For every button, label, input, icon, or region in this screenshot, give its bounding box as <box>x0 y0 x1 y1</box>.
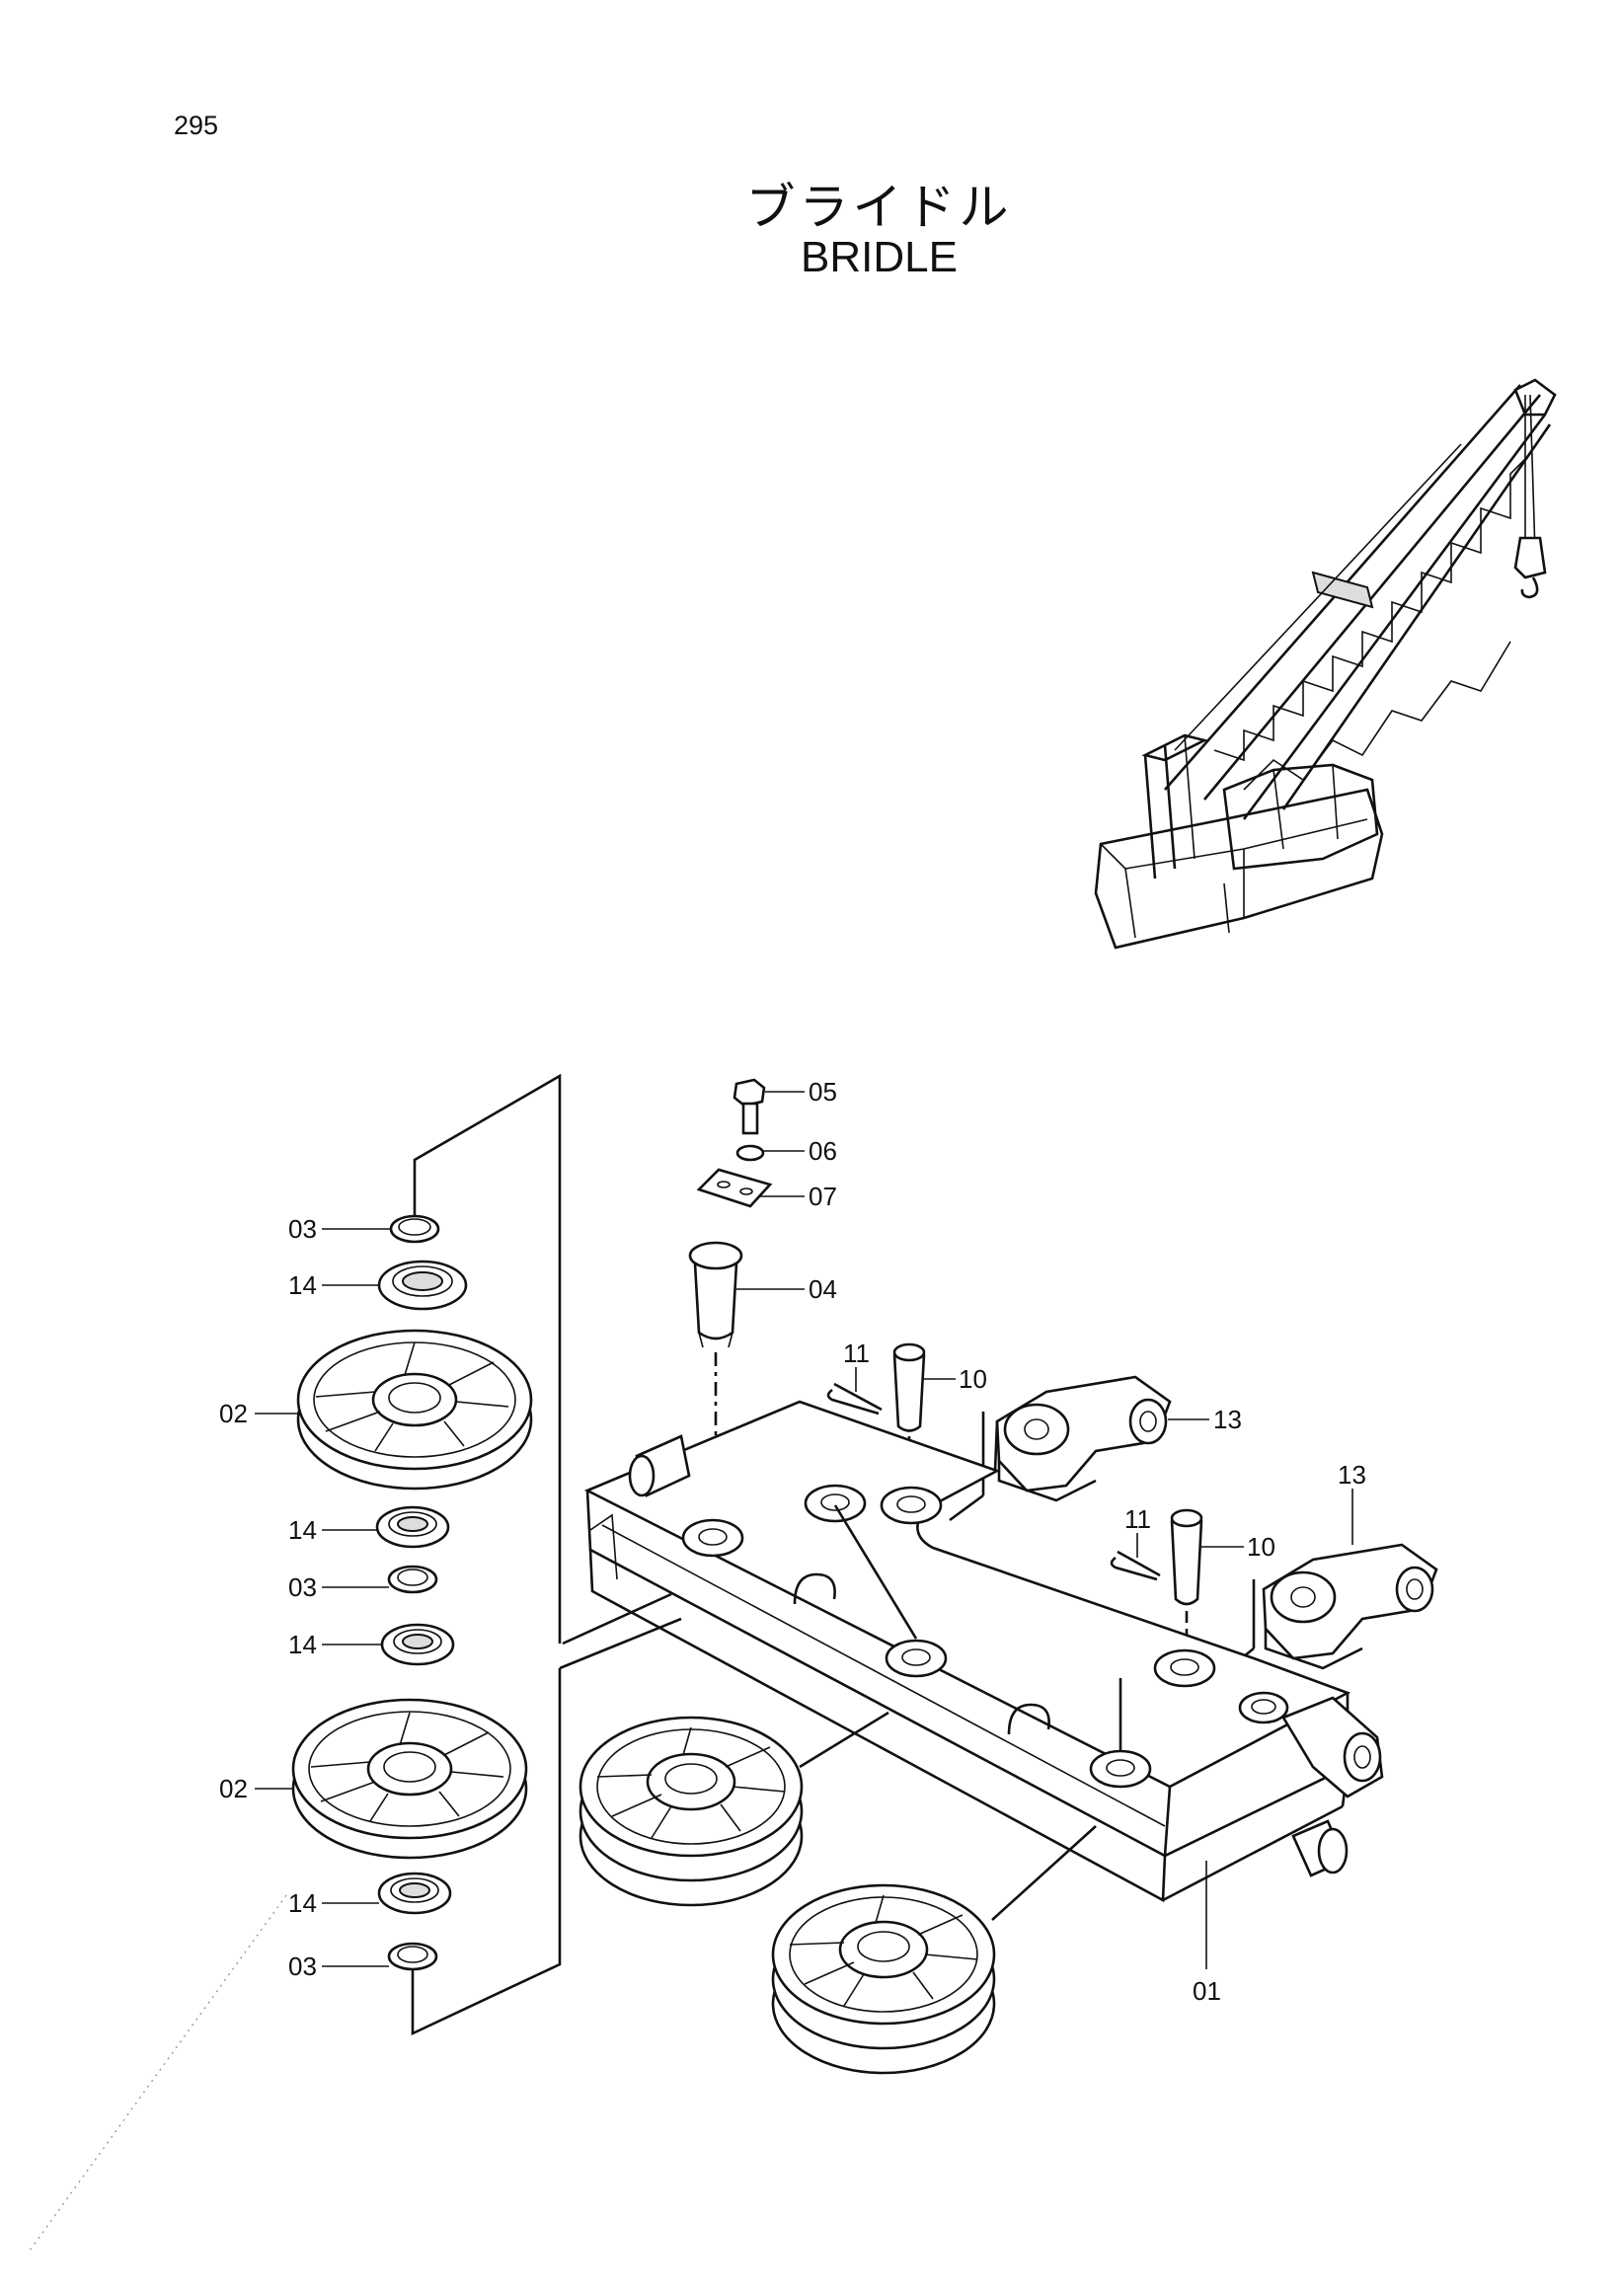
callout-02-upper: 02 <box>219 1399 248 1428</box>
crane-overview-illustration <box>1094 378 1557 950</box>
bridle-frame <box>559 1400 1384 1903</box>
callout-14-d: 14 <box>288 1888 317 1918</box>
callout-06: 06 <box>809 1136 837 1166</box>
lower-sheave <box>291 1698 528 1860</box>
leader-lines <box>255 1091 1353 1969</box>
upper-sheave <box>296 1329 533 1491</box>
callout-02-lower: 02 <box>219 1774 248 1803</box>
page-title-japanese: ブライドル <box>745 179 1013 236</box>
clevis-upper <box>993 1375 1172 1502</box>
callout-03-top: 03 <box>288 1214 317 1244</box>
callout-14-b: 14 <box>288 1515 317 1545</box>
callout-labels: 05 06 07 04 10 13 13 10 11 11 01 03 14 0… <box>219 1077 1366 2006</box>
callout-07: 07 <box>809 1182 837 1211</box>
page-number: 295 <box>174 111 219 140</box>
callout-13-upper: 13 <box>1213 1405 1242 1434</box>
callout-05: 05 <box>809 1077 837 1107</box>
callout-10-lower: 10 <box>1247 1532 1275 1562</box>
callout-14-a: 14 <box>288 1270 317 1300</box>
assembled-sheaves <box>579 1711 1097 2075</box>
callout-03-middle: 03 <box>288 1572 317 1602</box>
left-sheave-assembly <box>29 1073 562 2252</box>
upper-hardware <box>688 1078 773 1500</box>
page-title-english: BRIDLE <box>801 233 958 281</box>
callout-01: 01 <box>1193 1976 1221 2006</box>
callout-10-upper: 10 <box>959 1364 987 1394</box>
callout-14-c: 14 <box>288 1630 317 1659</box>
clevis-lower <box>1262 1543 1438 1670</box>
callout-04: 04 <box>809 1274 837 1304</box>
callout-13-lower: 13 <box>1338 1460 1366 1490</box>
callout-03-bottom: 03 <box>288 1952 317 1981</box>
right-hardware <box>826 1342 1438 1670</box>
callout-11-lower: 11 <box>1124 1504 1151 1534</box>
callout-11-upper: 11 <box>843 1339 870 1368</box>
